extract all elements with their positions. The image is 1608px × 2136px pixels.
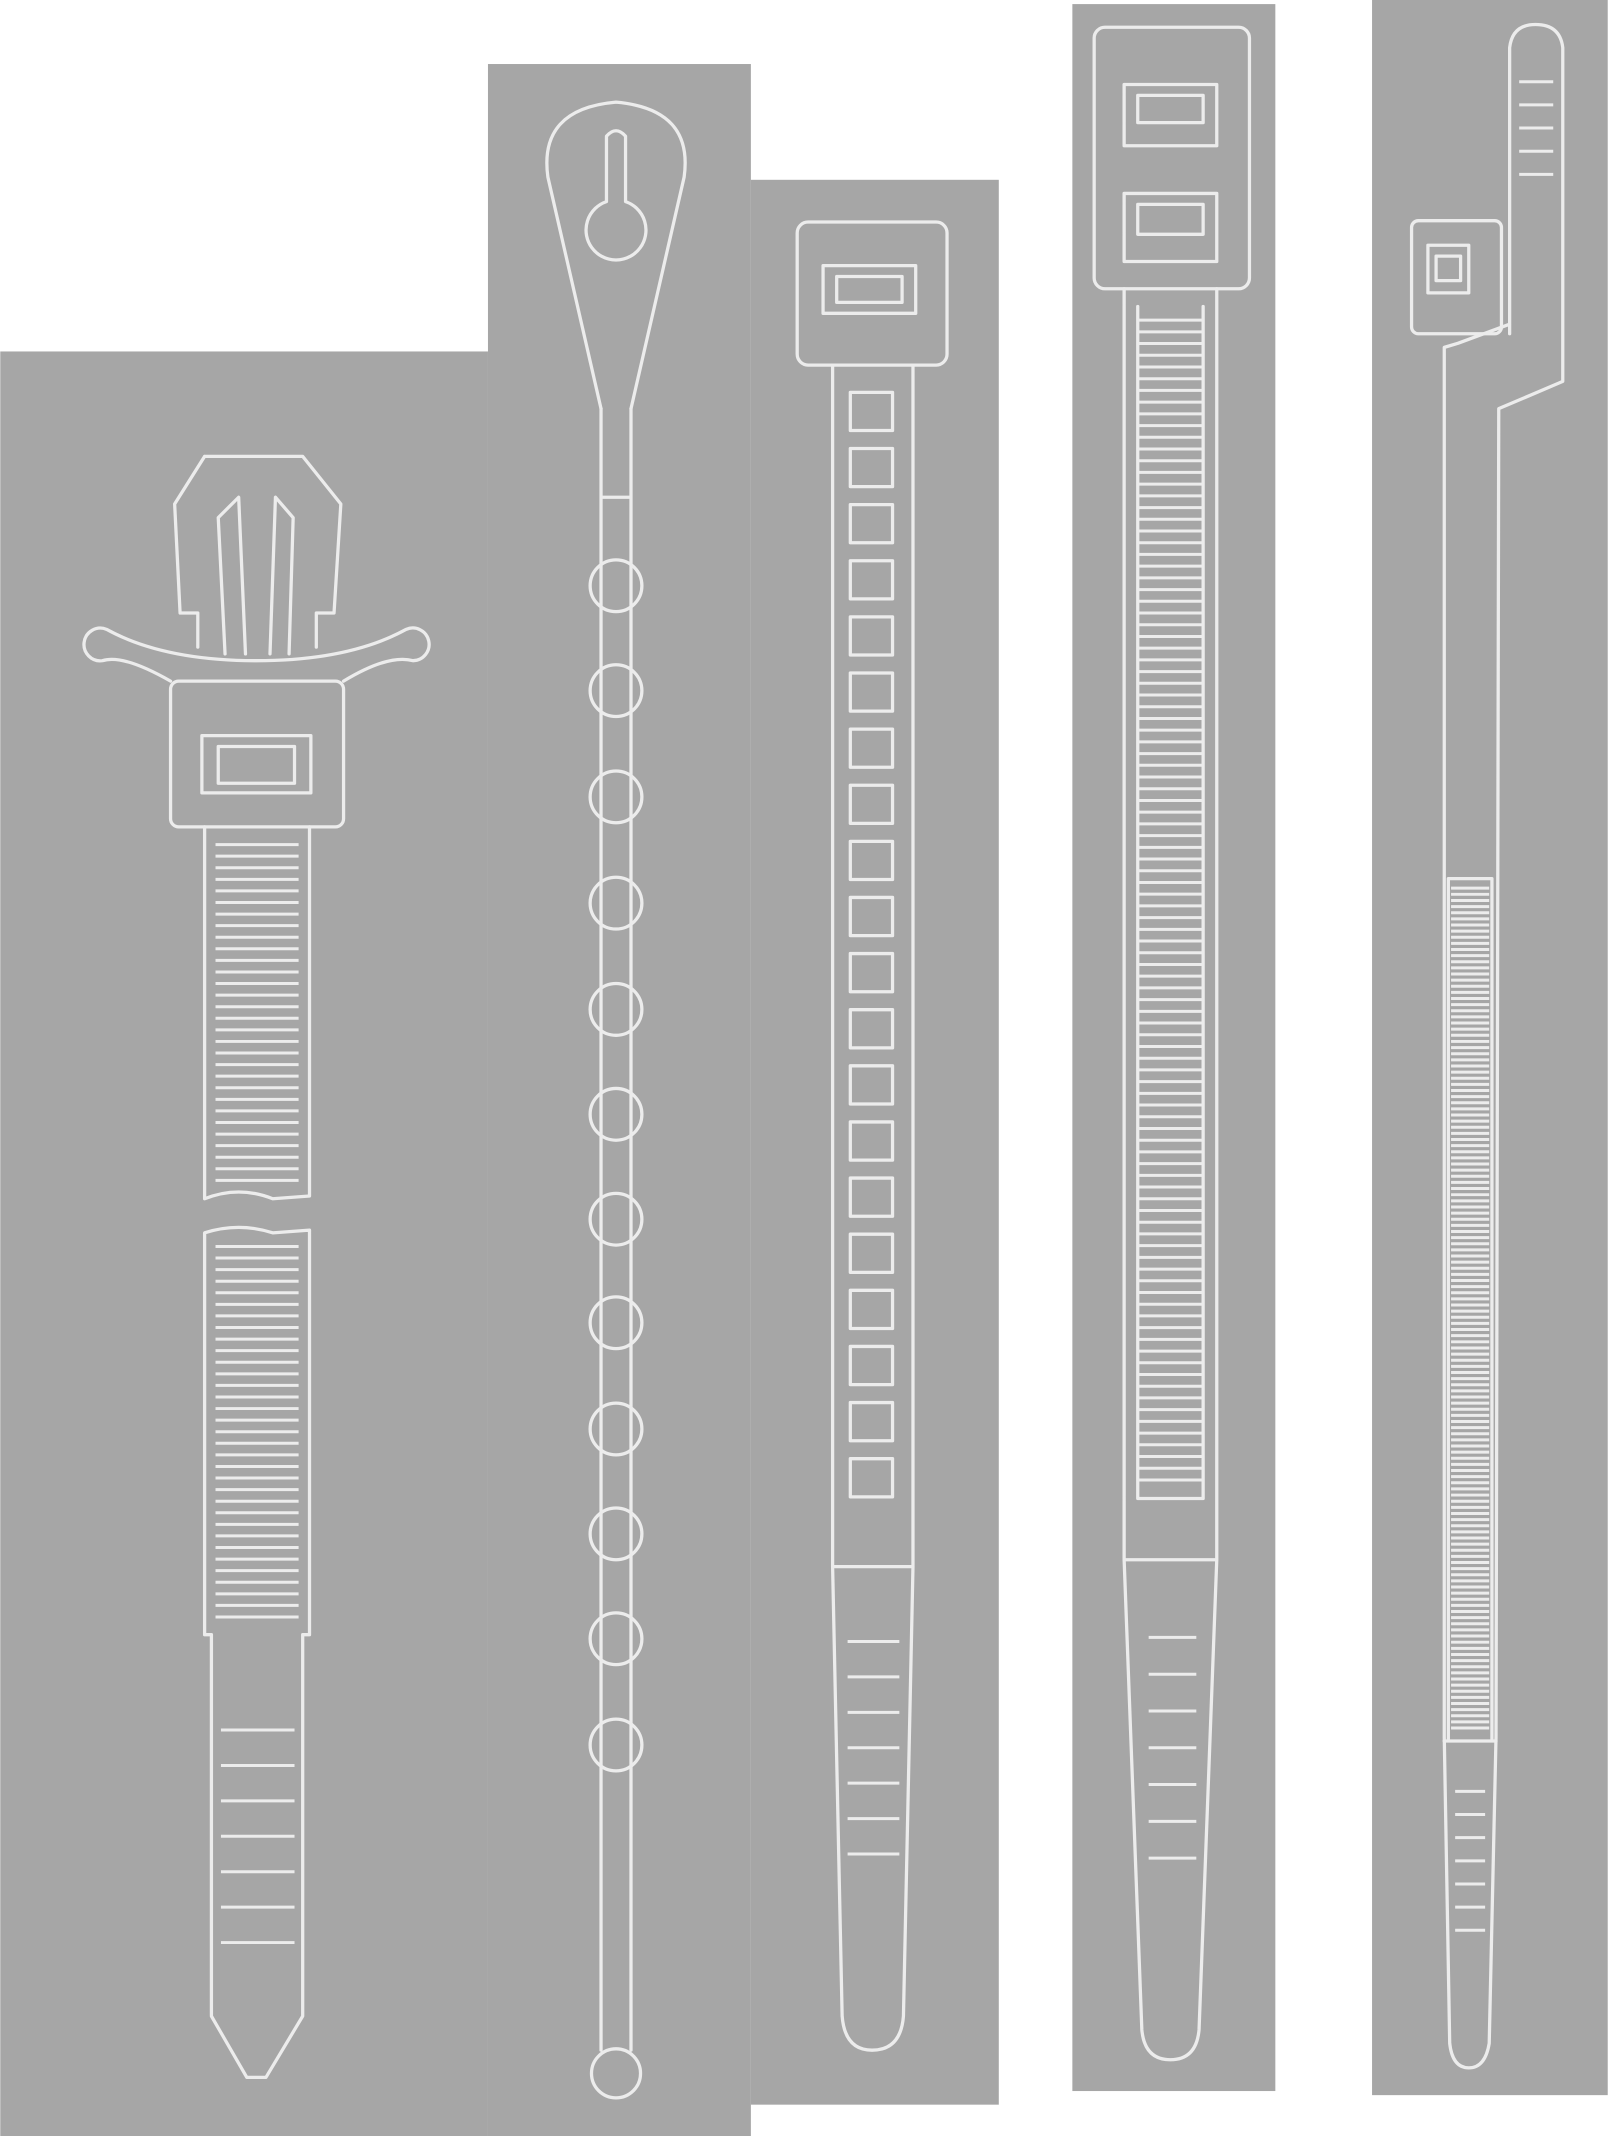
head-slot <box>200 733 313 795</box>
head-slot <box>1426 243 1471 295</box>
tie-head <box>168 679 346 829</box>
bead <box>588 875 644 931</box>
tie-head <box>1409 219 1504 336</box>
bead <box>588 1191 644 1247</box>
keyhole <box>584 129 648 262</box>
double-head-tie <box>1092 25 1252 2062</box>
ladder-cell <box>848 559 895 601</box>
ladder-cell <box>848 783 895 825</box>
bead <box>588 769 644 825</box>
tie-head <box>1092 25 1252 291</box>
ladder-cell <box>848 446 895 489</box>
bead <box>588 1717 644 1773</box>
ladder-cell <box>848 1457 895 1499</box>
tie-head <box>795 220 949 367</box>
mount-clip <box>173 454 343 656</box>
bead <box>588 1506 644 1562</box>
ladder-cell <box>848 1400 895 1443</box>
head-slot-2 <box>1122 191 1219 264</box>
ladder-cell <box>848 1288 895 1331</box>
ladder-cell <box>848 671 895 713</box>
ladder-cell <box>848 951 895 994</box>
mount-wings <box>82 626 431 683</box>
ladder-tie <box>795 220 949 2052</box>
teardrop-head <box>545 100 687 411</box>
ladder-cell <box>848 390 895 433</box>
head-slot <box>821 264 918 315</box>
head-slot-1 <box>1122 82 1219 148</box>
panel-3 <box>750 179 999 2105</box>
ladder-cell <box>848 1232 895 1274</box>
bead <box>588 981 644 1037</box>
tail-up <box>1442 22 1565 2070</box>
strap-section <box>1442 877 1498 1743</box>
end-bead <box>589 2047 643 2100</box>
bead <box>588 558 644 614</box>
strap-upper <box>202 825 312 1201</box>
beaded-tie <box>545 100 687 2100</box>
ladder-cell <box>848 1008 895 1050</box>
bead <box>588 1086 644 1142</box>
ladder-cell <box>848 1064 895 1106</box>
bead <box>588 1401 644 1457</box>
ladder-cell <box>848 1120 895 1162</box>
ladder-cell <box>848 839 895 882</box>
strap <box>1122 287 1219 2062</box>
bead <box>588 663 644 719</box>
bead-strap <box>599 407 633 2052</box>
ladder-cell <box>848 895 895 938</box>
push-mount-tie <box>82 454 431 2080</box>
strap <box>830 363 915 2052</box>
ladder-cell <box>848 727 895 769</box>
panel-2 <box>487 64 751 2136</box>
bead <box>588 1295 644 1351</box>
strap-lower <box>202 1225 312 2080</box>
ladder-cell <box>848 615 895 657</box>
ladder-cell <box>848 502 895 545</box>
ladder-cell <box>848 1176 895 1218</box>
panel-5 <box>1372 0 1608 2096</box>
bead <box>588 1611 644 1667</box>
pre-threaded-tie <box>1409 22 1565 2070</box>
ladder-cell <box>848 1344 895 1387</box>
